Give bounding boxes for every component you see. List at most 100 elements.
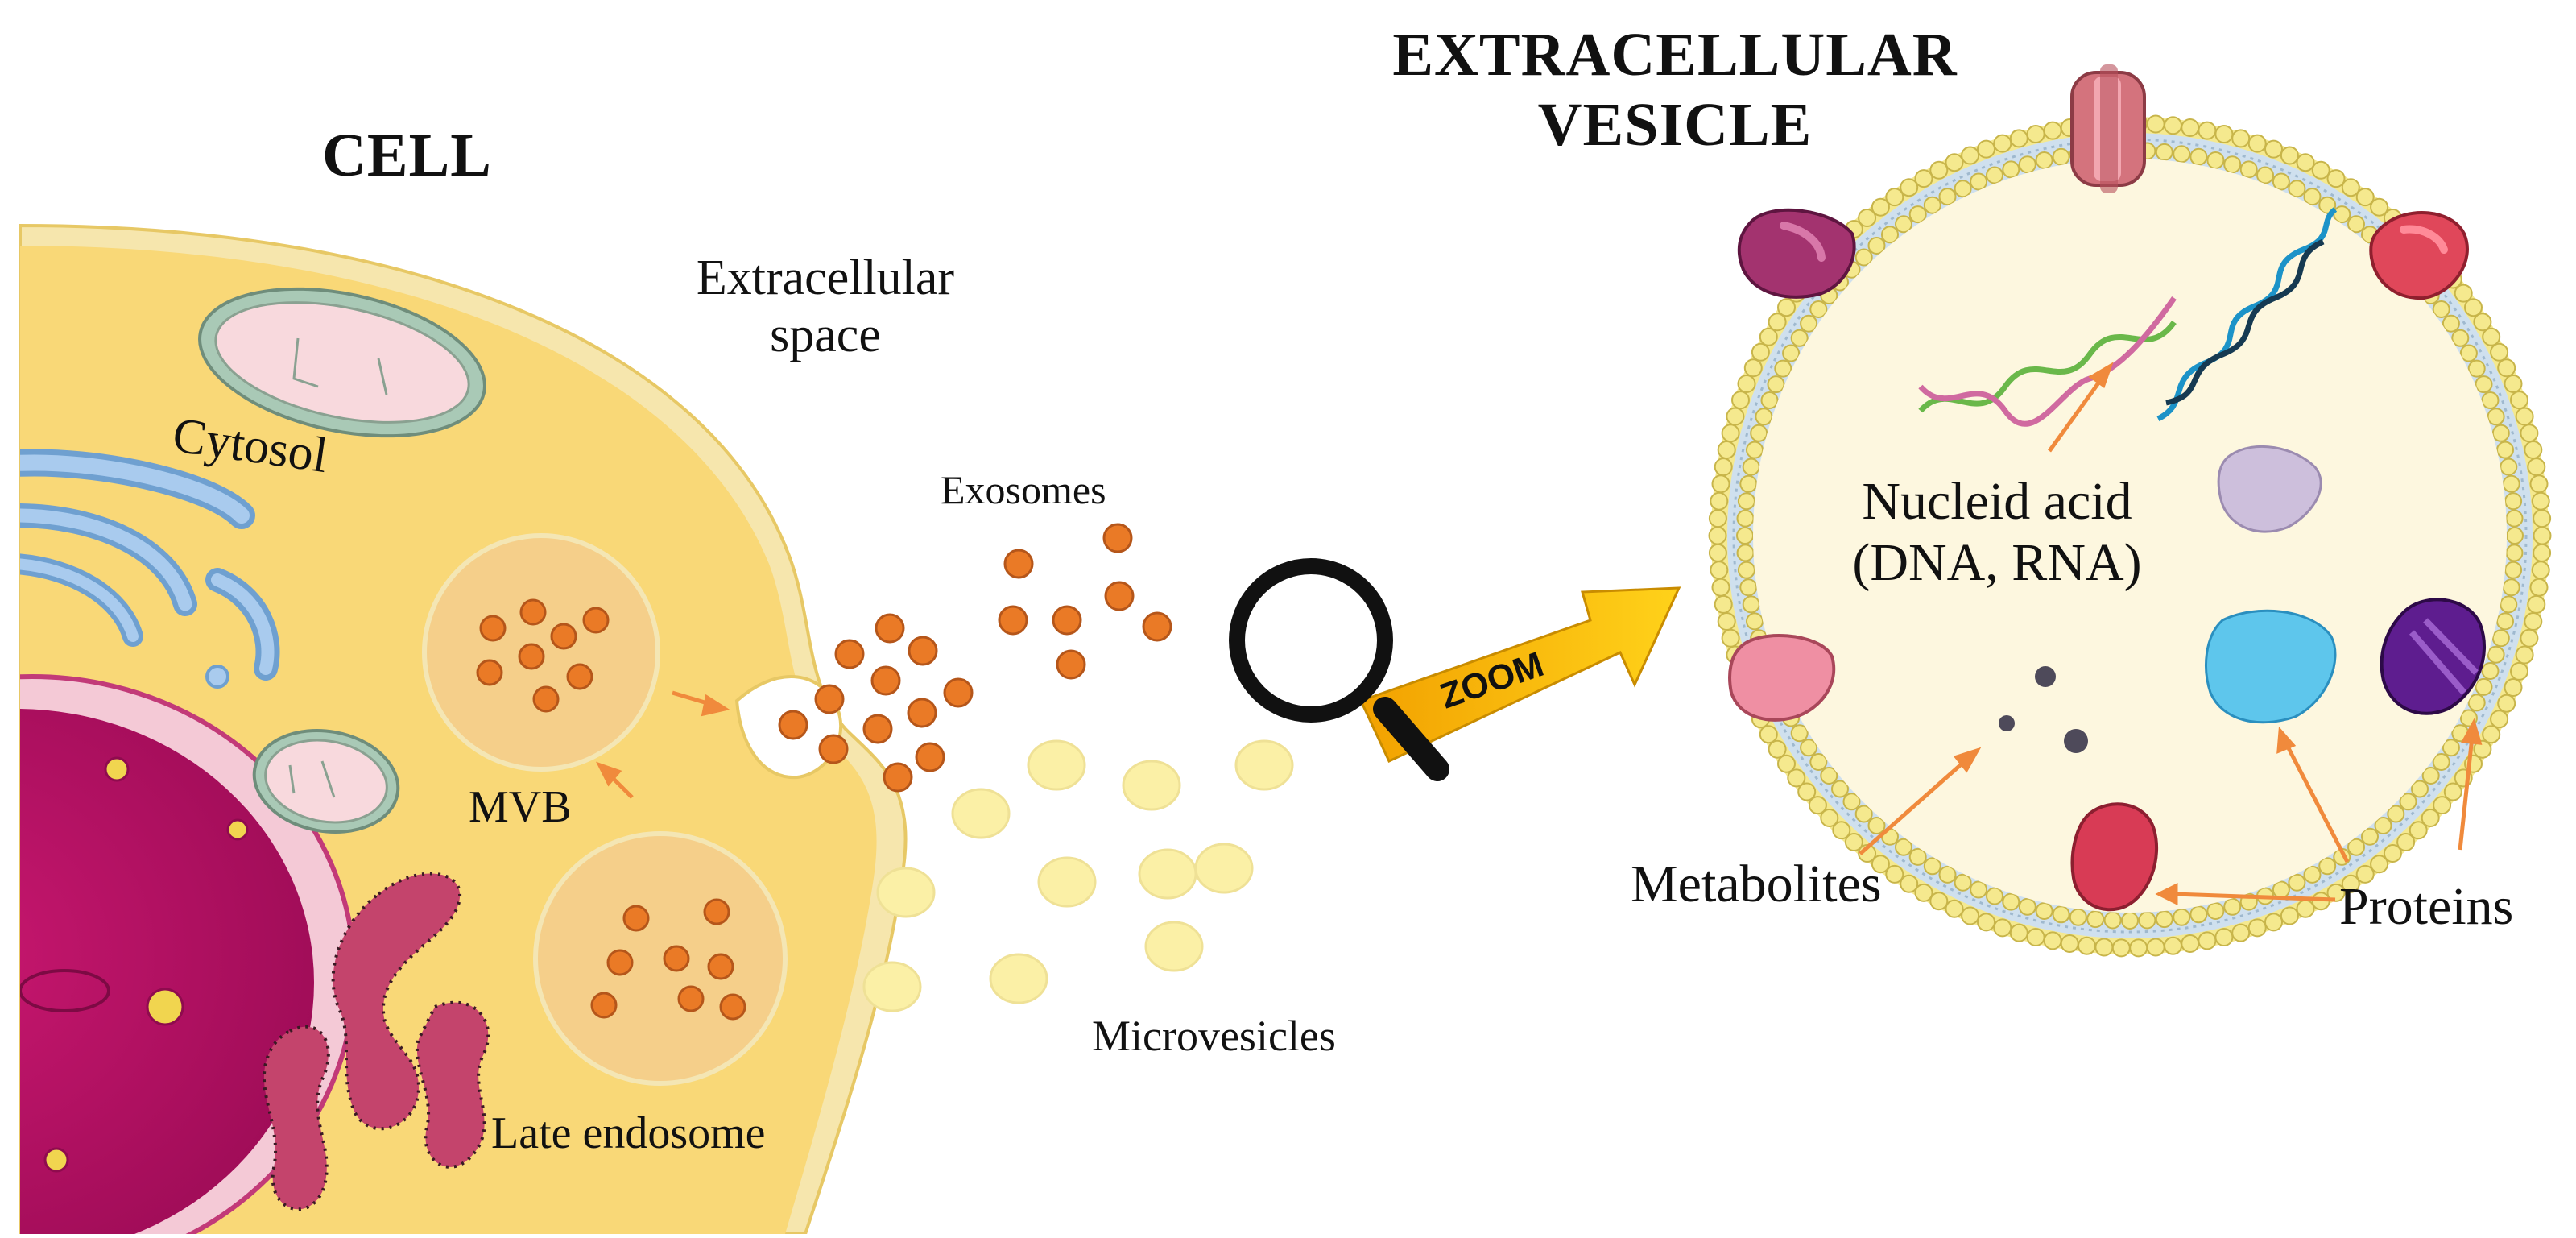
lipid-head (1809, 300, 1828, 318)
lipid-head (2475, 677, 2493, 696)
lipid-head (2214, 928, 2234, 946)
lipid-head (2035, 902, 2053, 920)
membrane-protein-icon (2369, 211, 2469, 300)
lipid-head (2347, 215, 2365, 234)
lipid-head (1954, 873, 1972, 892)
lipid-head (1760, 391, 1779, 409)
lipid-head (1717, 612, 1736, 631)
lipid-head (1751, 342, 1770, 362)
lipid-head (1908, 847, 1927, 866)
lipid-head (1854, 248, 1873, 267)
lipid-head (1736, 509, 1755, 528)
lipid-head (2026, 125, 2045, 143)
lipid-head (2052, 905, 2070, 924)
lipid-head (1831, 780, 1849, 798)
lipid-head (2146, 114, 2165, 134)
lipid-head (1809, 753, 1828, 771)
extracellular-vesicle-title: EXTRACELLULAR VESICLE (1329, 20, 2021, 161)
lipid-head (2223, 155, 2242, 174)
lipid-head (1714, 594, 1733, 614)
lipid-head (2280, 906, 2299, 925)
lipid-head (2531, 561, 2550, 580)
lipid-head (2515, 407, 2534, 426)
lipid-head (2198, 121, 2217, 140)
lipid-head (1954, 180, 1972, 198)
lipid-head (1726, 407, 1745, 426)
lipid-head (2502, 578, 2520, 597)
lipid-head (1977, 913, 1995, 932)
lipid-head (2497, 694, 2516, 713)
lipid-head (2409, 821, 2428, 840)
membrane-protein-icon (2070, 802, 2159, 912)
lipid-head (1938, 188, 1957, 206)
lipid-head (2527, 458, 2546, 477)
lipid-head (2510, 661, 2528, 681)
lipid-head (2288, 873, 2306, 892)
lipid-head (2069, 908, 2087, 926)
proteins-label: Proteins (2339, 877, 2514, 936)
lipid-head (1787, 768, 1806, 788)
lipid-head (1800, 314, 1818, 333)
lipid-head (1871, 197, 1890, 217)
lipid-head (1929, 892, 1949, 911)
lipid-head (2442, 314, 2460, 333)
lipid-head (1755, 408, 1773, 426)
lipid-head (2052, 147, 2070, 166)
lipid-head (2018, 897, 2036, 916)
lipid-head (2347, 838, 2365, 856)
lipid-head (2520, 628, 2539, 648)
lipid-head (2009, 923, 2028, 942)
lipid-head (2206, 902, 2225, 920)
lipid-head (2533, 543, 2552, 562)
lipid-head (1768, 739, 1787, 759)
lipid-head (2467, 694, 2486, 712)
lipid-head (1871, 855, 1890, 874)
lipid-head (2094, 938, 2114, 957)
lipid-head (1736, 544, 1755, 562)
lipid-head (1842, 793, 1861, 811)
lipid-head (1759, 725, 1778, 744)
lipid-head (2361, 827, 2379, 846)
lipid-head (1867, 237, 1886, 255)
lipid-head (2432, 300, 2450, 318)
lipid-head (1977, 139, 1995, 159)
lipid-head (2451, 329, 2470, 347)
lipid-head (2506, 527, 2524, 544)
lipid-head (1800, 739, 1818, 757)
lipid-head (2272, 172, 2290, 191)
lipid-head (2002, 160, 2020, 179)
lipid-head (2481, 391, 2500, 409)
lipid-head (2111, 938, 2131, 958)
lipid-head (2504, 375, 2523, 393)
lipid-head (2303, 865, 2322, 884)
lipid-head (2043, 121, 2062, 140)
lipid-head (2370, 197, 2389, 217)
lipid-head (1961, 146, 1980, 165)
lipid-head (2529, 578, 2549, 597)
lipid-head (2459, 344, 2478, 362)
lipid-head (1743, 358, 1763, 378)
lipid-head (1961, 906, 1980, 925)
lipid-head (2264, 913, 2283, 932)
rough-endoplasmic-reticulum (262, 872, 490, 1211)
lipid-head (2198, 931, 2217, 950)
lipid-head (2173, 145, 2191, 164)
lipid-head (2288, 180, 2306, 198)
lipid-head (2341, 178, 2360, 197)
lipid-head (2515, 645, 2534, 665)
lipid-head (2086, 910, 2105, 929)
lipid-head (1945, 153, 1964, 172)
lipid-head (2387, 805, 2405, 823)
lipid-head (2475, 375, 2493, 394)
lipid-head (2443, 782, 2462, 801)
lipid-head (1900, 178, 1919, 197)
lipid-head (2138, 911, 2156, 930)
lipid-head (1721, 424, 1740, 443)
multivesicular-body (422, 533, 660, 772)
lipid-head (1929, 160, 1949, 180)
lipid-head (1820, 809, 1839, 827)
lipid-head (1731, 391, 1750, 410)
membrane-protein-icon (1737, 208, 1856, 299)
magnifying-glass-icon (1229, 558, 1449, 781)
lipid-head (2181, 118, 2200, 137)
